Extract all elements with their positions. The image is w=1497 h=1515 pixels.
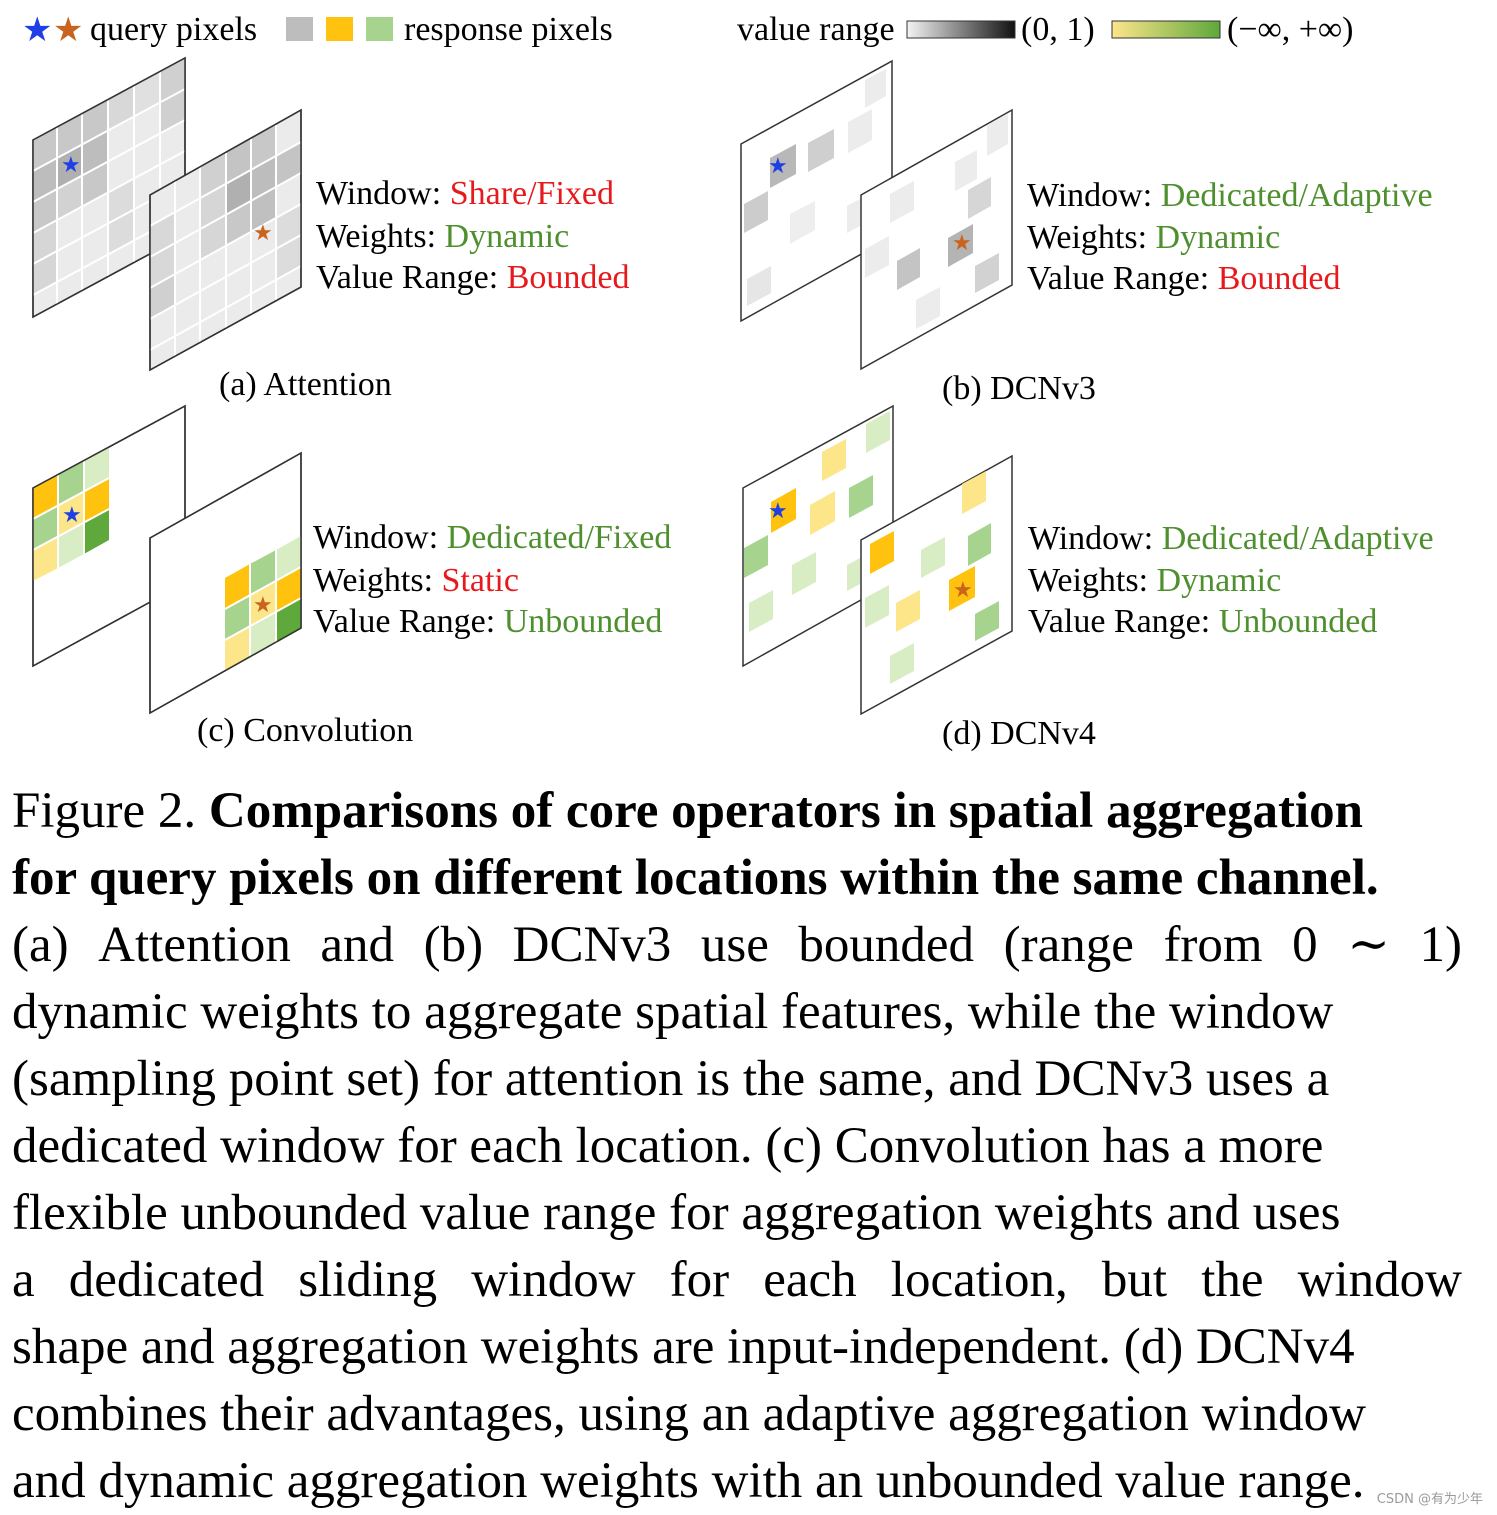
caption-line-11: and dynamic aggregation weights with an … [12,1453,1365,1509]
legend-query-label: query pixels [90,11,257,48]
svg-text:Window: Dedicated/Adaptive: Window: Dedicated/Adaptive [1028,520,1434,557]
dcnv3-front-plane: ★ [860,108,1013,371]
svg-text:Window: Dedicated/Adaptive: Window: Dedicated/Adaptive [1027,177,1433,214]
caption-dcnv3: (b) DCNv3 [942,370,1096,407]
query-star-blue-icon: ★ [768,498,788,523]
figure-2-illustration: ★ ★ query pixels response pixels value r… [22,11,1434,752]
watermark: CSDN @有为少年 [1376,1492,1483,1507]
query-star-blue-icon: ★ [61,152,81,177]
panel-dcnv4: ★ ★ Window: Dedicated/Adaptive Weights: … [742,404,1434,752]
svg-text:Window: Dedicated/Fixed: Window: Dedicated/Fixed [313,519,671,556]
svg-text:Weights: Dynamic: Weights: Dynamic [316,218,569,255]
caption-line-5: (sampling point set) for attention is th… [12,1051,1330,1107]
caption-line-10: combines their advantages, using an adap… [12,1386,1366,1442]
legend-range-bounded: (0, 1) [1021,11,1095,48]
query-star-orange-icon: ★ [952,230,972,255]
yellow-green-gradient-bar [1111,20,1221,39]
query-star-orange-icon: ★ [253,220,273,245]
caption-line-2: for query pixels on different locations … [12,850,1379,906]
caption-convolution: (c) Convolution [197,712,413,749]
caption-dcnv4: (d) DCNv4 [942,715,1096,752]
caption-line-1: Figure 2. Comparisons of core operators … [12,783,1363,839]
svg-text:Window: Share/Fixed: Window: Share/Fixed [316,175,614,212]
attention-properties: Window: Share/Fixed Weights: Dynamic Val… [316,175,630,296]
response-swatch-green [366,17,393,41]
panel-dcnv3: ★ ★ Window: Dedicated/Adaptive Weights: … [740,59,1433,407]
legend-range-unbounded: (−∞, +∞) [1227,11,1353,48]
dcnv4-back-plane: ★ [742,404,894,668]
caption-attention: (a) Attention [219,366,392,403]
svg-text:Value Range: Unbounded: Value Range: Unbounded [1028,603,1377,640]
attention-back-plane: ★ [32,56,186,319]
legend-value-range-label: value range [737,11,895,48]
svg-text:Value Range: Bounded: Value Range: Bounded [1027,260,1341,297]
convolution-properties: Window: Dedicated/Fixed Weights: Static … [313,519,671,640]
dcnv3-back-plane: ★ [740,59,893,323]
caption-line-4: dynamic weights to aggregate spatial fea… [12,984,1334,1040]
caption-line-9: shape and aggregation weights are input-… [12,1319,1355,1375]
convolution-front-plane: ★ [149,451,302,715]
legend-response-label: response pixels [404,11,613,48]
orange-star-icon: ★ [53,12,83,49]
query-star-blue-icon: ★ [62,502,82,527]
panel-attention: ★ ★ [32,56,630,403]
blue-star-icon: ★ [22,12,52,49]
dcnv4-properties: Window: Dedicated/Adaptive Weights: Dyna… [1028,520,1434,640]
svg-text:Weights: Dynamic: Weights: Dynamic [1027,219,1280,256]
svg-text:Weights: Dynamic: Weights: Dynamic [1028,562,1281,599]
dcnv4-front-plane: ★ [860,454,1013,716]
query-star-orange-icon: ★ [953,577,973,602]
svg-text:Weights: Static: Weights: Static [313,562,519,599]
attention-front-plane: ★ [149,108,302,372]
query-star-orange-icon: ★ [253,592,273,617]
panel-convolution: ★ ★ Window: Dedicated/Fixed Weights: Sta… [32,404,671,749]
gray-gradient-bar [906,20,1016,39]
caption-line-6: dedicated window for each location. (c) … [12,1118,1324,1174]
convolution-back-plane: ★ [32,404,186,668]
svg-text:Value Range: Unbounded: Value Range: Unbounded [313,603,662,640]
query-star-blue-icon: ★ [768,153,788,178]
legend: ★ ★ query pixels response pixels value r… [22,11,1353,49]
dcnv3-properties: Window: Dedicated/Adaptive Weights: Dyna… [1027,177,1433,297]
figure-caption: Figure 2. Comparisons of core operators … [12,778,1462,1515]
svg-text:Value Range: Bounded: Value Range: Bounded [316,259,630,296]
response-swatch-yellow [326,17,353,41]
caption-line-7: flexible unbounded value range for aggre… [12,1185,1341,1241]
response-swatch-gray [286,17,313,41]
